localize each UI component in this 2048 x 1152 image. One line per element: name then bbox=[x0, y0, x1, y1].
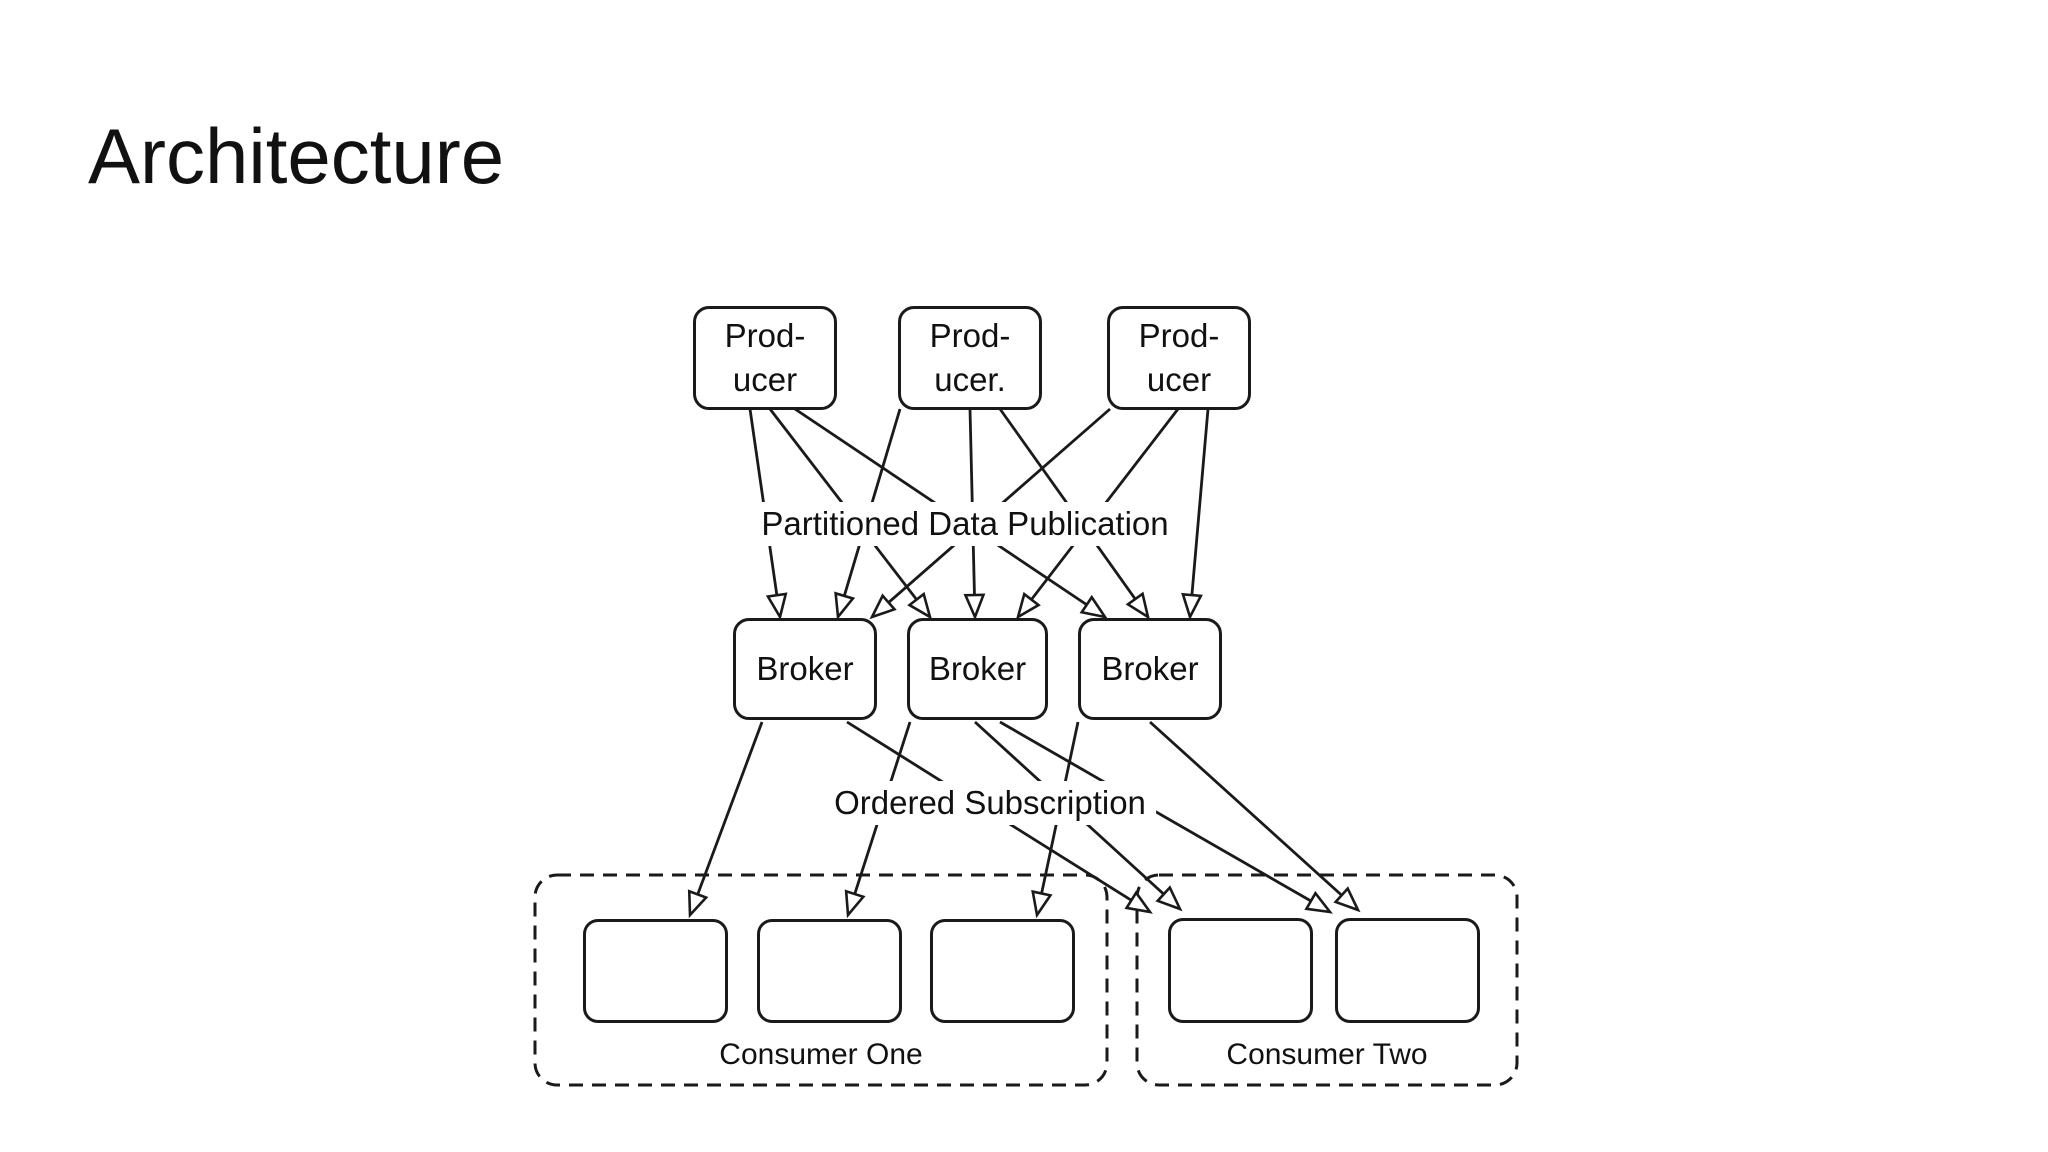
edge-arrowhead-producer-1-broker-3 bbox=[1079, 594, 1108, 619]
consumer-one-instance-3 bbox=[930, 919, 1075, 1023]
consumer-one-instance-2 bbox=[757, 919, 902, 1023]
producer-2-label-line2: ucer. bbox=[934, 361, 1006, 398]
consumer-one-instance-1 bbox=[583, 919, 728, 1023]
edge-arrowhead-broker-1-consumer-two-1 bbox=[1124, 890, 1153, 914]
consumer-two-boundary bbox=[1135, 873, 1519, 1087]
edge-arrowhead-producer-3-broker-1 bbox=[869, 593, 897, 620]
edge-arrowhead-producer-2-broker-2 bbox=[963, 593, 986, 621]
edge-arrowhead-producer-1-broker-2 bbox=[907, 591, 933, 620]
broker-1-label: Broker bbox=[756, 650, 854, 688]
subscription-label: Ordered Subscription bbox=[824, 781, 1156, 825]
producer-1-label-line1: Prod- bbox=[724, 317, 806, 355]
broker-node-1: Broker bbox=[733, 618, 877, 720]
consumer-two-label: Consumer Two bbox=[1226, 1038, 1428, 1071]
slide-title: Architecture bbox=[88, 112, 505, 200]
producer-3-label-line2: ucer bbox=[1146, 361, 1212, 398]
producer-1-label-line2: ucer bbox=[732, 361, 798, 398]
publication-label: Partitioned Data Publication bbox=[751, 502, 1179, 546]
edge-arrowhead-broker-2-consumer-two-2 bbox=[1304, 890, 1333, 914]
consumer-one-label: Consumer One bbox=[719, 1038, 923, 1071]
consumer-one-boundary bbox=[533, 873, 1109, 1087]
producer-3-label-line1: Prod- bbox=[1138, 317, 1220, 355]
edge-arrowhead-broker-3-consumer-one-3 bbox=[1031, 889, 1053, 919]
edge-arrowhead-producer-3-broker-2 bbox=[1015, 591, 1041, 620]
edge-line-broker-3-consumer-two-2 bbox=[1149, 720, 1343, 897]
edge-line-producer-3-broker-3 bbox=[1190, 408, 1210, 596]
broker-2-label: Broker bbox=[928, 650, 1027, 688]
broker-node-3: Broker bbox=[1078, 618, 1222, 720]
edge-arrowhead-broker-3-consumer-two-2 bbox=[1333, 886, 1361, 913]
broker-node-2: Broker bbox=[907, 618, 1048, 720]
broker-3-label: Broker bbox=[1101, 650, 1199, 688]
edge-arrowhead-broker-2-consumer-two-1 bbox=[1155, 885, 1183, 912]
edge-line-broker-1-consumer-one-1 bbox=[696, 721, 764, 895]
edge-arrowhead-broker-1-consumer-one-1 bbox=[687, 889, 709, 919]
edge-group bbox=[687, 407, 1361, 919]
consumer-two-instance-2 bbox=[1335, 918, 1480, 1023]
producer-2-label-line1: Prod- bbox=[929, 317, 1011, 355]
edge-arrowhead-producer-1-broker-1 bbox=[765, 592, 788, 621]
edge-arrowhead-producer-3-broker-3 bbox=[1181, 592, 1203, 621]
edge-arrowhead-producer-2-broker-3 bbox=[1125, 591, 1150, 620]
producer-node-1: Prod- ucer bbox=[693, 306, 837, 410]
producer-node-2: Prod- ucer. bbox=[898, 306, 1042, 410]
edge-arrowhead-producer-2-broker-1 bbox=[834, 591, 856, 621]
consumer-two-instance-1 bbox=[1168, 918, 1313, 1023]
producer-node-3: Prod- ucer bbox=[1107, 306, 1251, 410]
edge-arrowhead-broker-2-consumer-one-2 bbox=[844, 889, 866, 919]
